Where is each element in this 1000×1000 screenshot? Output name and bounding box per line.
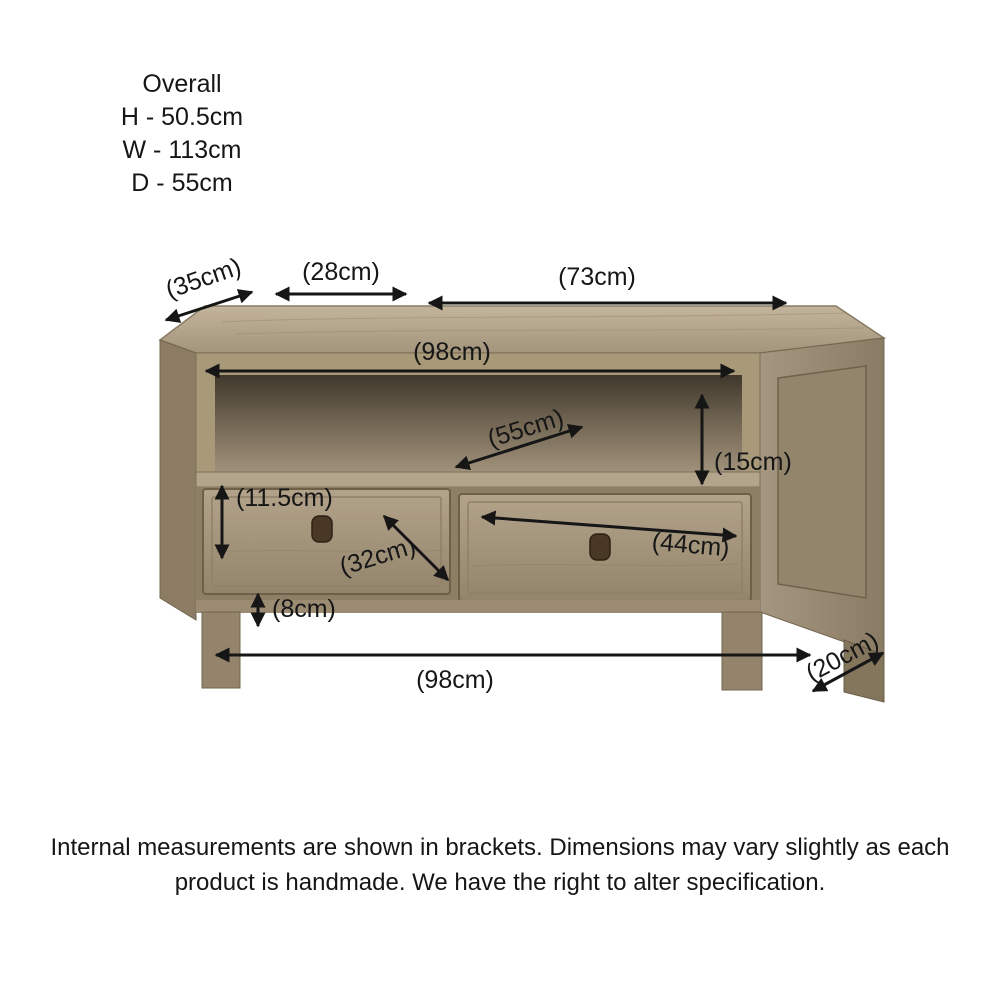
unit-left-panel (159, 339, 197, 621)
dim-arrow-left-top-edge (164, 289, 254, 323)
wood-grain-line (471, 563, 739, 567)
shelf-opening (215, 375, 742, 472)
dim-label-base-width: (98cm) (416, 666, 494, 694)
overall-depth: D - 55cm (131, 169, 233, 197)
dim-label-top-right-section: (73cm) (558, 263, 636, 291)
dim-arrow-shelf-depth (454, 423, 584, 471)
right-panel-inset (777, 365, 867, 599)
dim-arrow-drawer-left-width (382, 514, 450, 582)
dim-arrow-drawer-right-width (480, 510, 738, 543)
dimension-arrows (164, 286, 885, 693)
dim-label-drawer-height: (11.5cm) (236, 484, 333, 512)
drawer-left-knob (311, 515, 333, 543)
dim-label-leg-height: (8cm) (272, 595, 336, 623)
dim-label-shelf-height: (15cm) (714, 448, 792, 476)
dim-label-drawer-right-width: (44cm) (651, 528, 731, 563)
leg-front-left (201, 611, 241, 689)
overall-height: H - 50.5cm (120, 103, 244, 131)
dim-arrow-base-depth (811, 651, 885, 693)
bottom-rail (196, 600, 760, 613)
overall-width: W - 113cm (122, 136, 242, 164)
leg-front-right (721, 611, 763, 691)
dim-label-left-top-edge: (35cm) (162, 253, 245, 305)
drawer-right-knob (589, 533, 611, 561)
overall-dimensions: Overall H - 50.5cm W - 113cm D - 55cm (52, 68, 312, 200)
drawer-right-bevel (467, 501, 743, 594)
footer-note: Internal measurements are shown in brack… (50, 834, 950, 896)
overall-title: Overall (142, 70, 222, 98)
dim-label-shelf-width: (98cm) (413, 338, 491, 366)
dim-label-top-left-section: (28cm) (302, 258, 380, 286)
wood-grain-line (235, 327, 865, 335)
wood-grain-line (221, 312, 847, 323)
